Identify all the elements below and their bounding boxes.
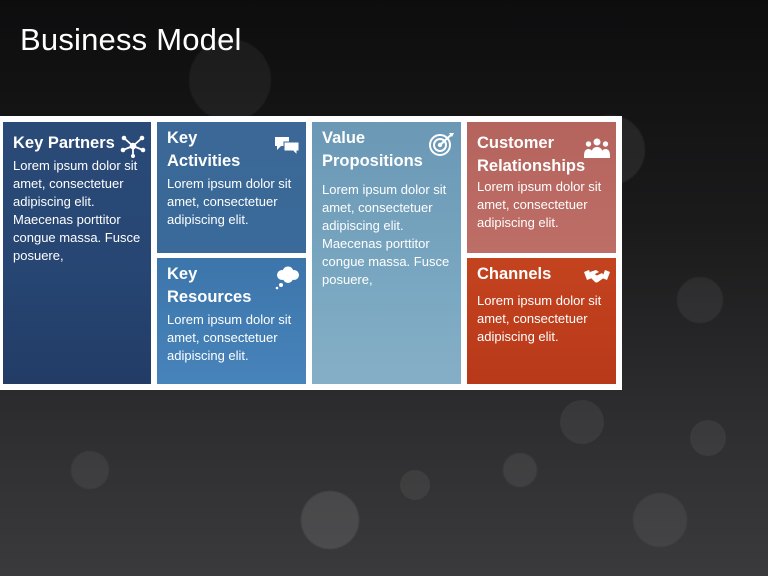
bokeh-decoration: [560, 400, 604, 444]
key-resources-card: Key Resources Lorem ipsum dolor sit amet…: [157, 258, 306, 384]
key-resources-title-line2: Resources: [167, 288, 252, 306]
channels-card: Channels Lorem ipsum dolor sit amet, con…: [467, 258, 616, 384]
key-activities-title-line2: Activities: [167, 152, 241, 170]
bokeh-decoration: [400, 470, 430, 500]
value-propositions-body: Lorem ipsum dolor sit amet, consectetuer…: [322, 182, 450, 287]
key-partners-body: Lorem ipsum dolor sit amet, consectetuer…: [13, 158, 141, 263]
customer-relationships-title-line1: Customer: [477, 134, 555, 152]
customer-relationships-title-line2: Relationships: [477, 157, 586, 175]
thought-bubble-icon: [273, 266, 301, 290]
speech-bubbles-icon: [273, 134, 301, 158]
customer-relationships-card: Customer Relationships Lorem ipsum dolor…: [467, 122, 616, 253]
key-resources-title-line1: Key: [167, 265, 198, 283]
slide-title: Business Model: [20, 22, 242, 57]
key-resources-body: Lorem ipsum dolor sit amet, consectetuer…: [167, 312, 292, 363]
channels-title: Channels: [477, 265, 552, 283]
value-propositions-card: Value Propositions Lorem ipsum dolor sit…: [312, 122, 461, 384]
people-icon: [583, 136, 611, 160]
handshake-icon: [583, 264, 611, 288]
key-activities-title-line1: Key: [167, 129, 198, 147]
value-propositions-title-line2: Propositions: [322, 152, 423, 170]
channels-body: Lorem ipsum dolor sit amet, consectetuer…: [477, 293, 602, 344]
network-icon: [119, 134, 147, 158]
key-partners-card: Key Partners Lorem ipsum dolor sit amet,…: [3, 122, 151, 384]
key-activities-card: Key Activities Lorem ipsum dolor sit ame…: [157, 122, 306, 253]
customer-relationships-body: Lorem ipsum dolor sit amet, consectetuer…: [477, 179, 602, 230]
key-activities-body: Lorem ipsum dolor sit amet, consectetuer…: [167, 176, 292, 227]
key-partners-title: Key Partners: [13, 134, 115, 152]
business-model-canvas: Key Partners Lorem ipsum dolor sit amet,…: [0, 116, 622, 390]
target-icon: [428, 132, 456, 156]
value-propositions-title-line1: Value: [322, 129, 366, 147]
bokeh-decoration: [690, 420, 726, 456]
